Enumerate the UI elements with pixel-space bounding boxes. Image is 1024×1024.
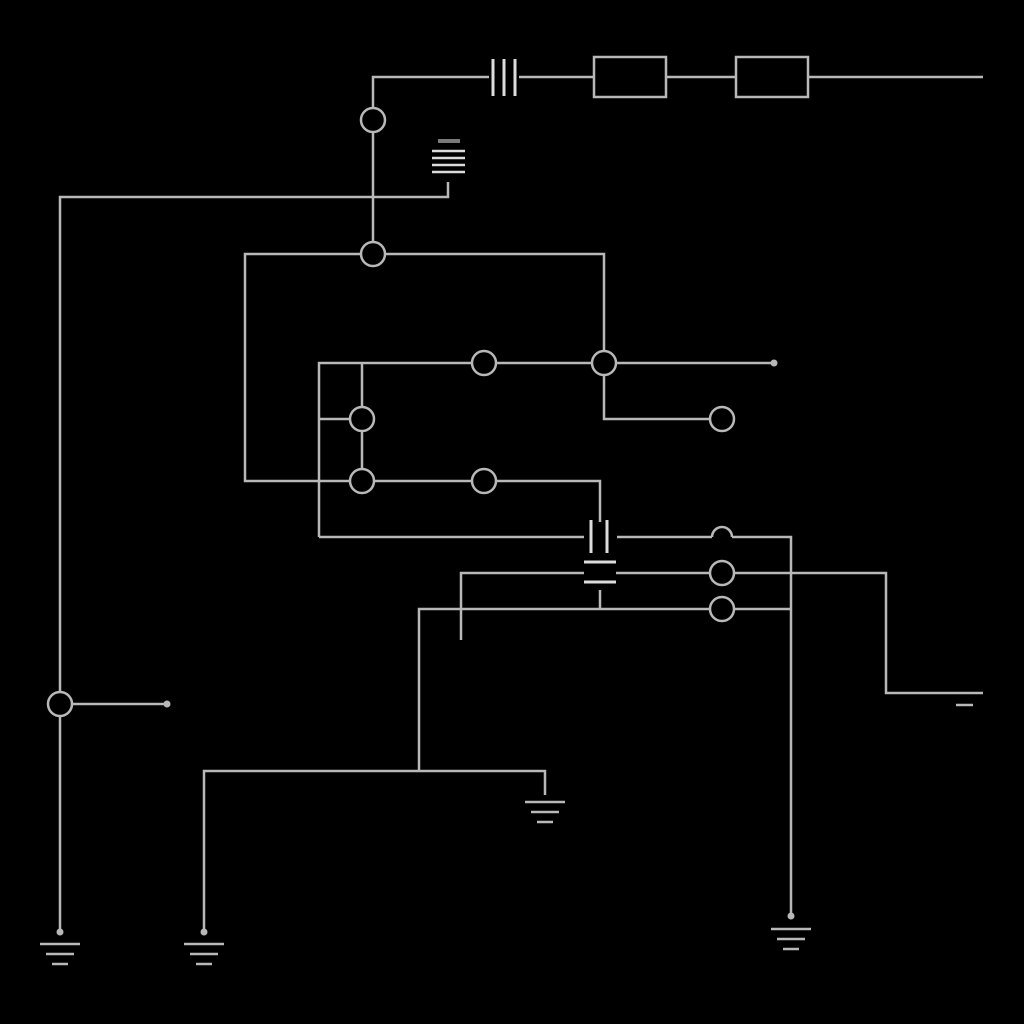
- wire-bottom-bus: [202, 769, 547, 932]
- wire-row-363-left: [317, 361, 472, 537]
- wire-hub-left-loop: [243, 252, 361, 483]
- node-right-isolated: [708, 405, 736, 433]
- terminal-dot-left-tap: [163, 700, 171, 708]
- terminal-dot-ground-right: [787, 912, 795, 920]
- main-wiring: [58, 132, 983, 932]
- node-left-bus: [46, 690, 74, 718]
- ground-symbol-left: [40, 942, 80, 966]
- wire-row-573-left: [459, 571, 584, 640]
- node-left-419: [348, 405, 376, 433]
- top-series-chain: [371, 75, 983, 108]
- terminal-dot-ground-mid: [200, 928, 208, 936]
- node-left-481: [348, 467, 376, 495]
- node-row363-mid: [470, 349, 498, 377]
- capacitor-top: [491, 59, 517, 96]
- resistor-2: [734, 55, 810, 99]
- wire-left-bus: [58, 182, 450, 692]
- capacitor-vertical-pair: [589, 520, 609, 553]
- wire-top-riser: [371, 75, 489, 108]
- node-row573: [708, 559, 736, 587]
- ground-symbol-mid: [184, 942, 224, 966]
- wire-row-609-left: [417, 607, 710, 771]
- terminal-dot-row363: [770, 359, 778, 367]
- wire-hub-right: [385, 252, 606, 351]
- wire-row-481-right: [496, 479, 602, 522]
- wire-row-573-right: [734, 571, 983, 695]
- wire-row-537-to-ground: [732, 535, 793, 916]
- battery-stack: [432, 139, 465, 174]
- wire-drop-to-node-722: [602, 375, 710, 421]
- ground-symbol-bottom-bus: [525, 800, 565, 824]
- node-row363-right: [590, 349, 618, 377]
- resistor-1: [592, 55, 668, 99]
- terminal-dot-ground-left: [56, 928, 64, 936]
- node-hub: [359, 240, 387, 268]
- capacitor-horizontal-pair: [584, 560, 616, 584]
- nodes: [46, 106, 736, 718]
- wire-crossover-hop: [710, 525, 734, 538]
- terminal-dots: [56, 359, 795, 936]
- node-row609: [708, 595, 736, 623]
- node-row481-mid: [470, 467, 498, 495]
- node-top: [359, 106, 387, 134]
- ground-symbol-right: [771, 927, 811, 951]
